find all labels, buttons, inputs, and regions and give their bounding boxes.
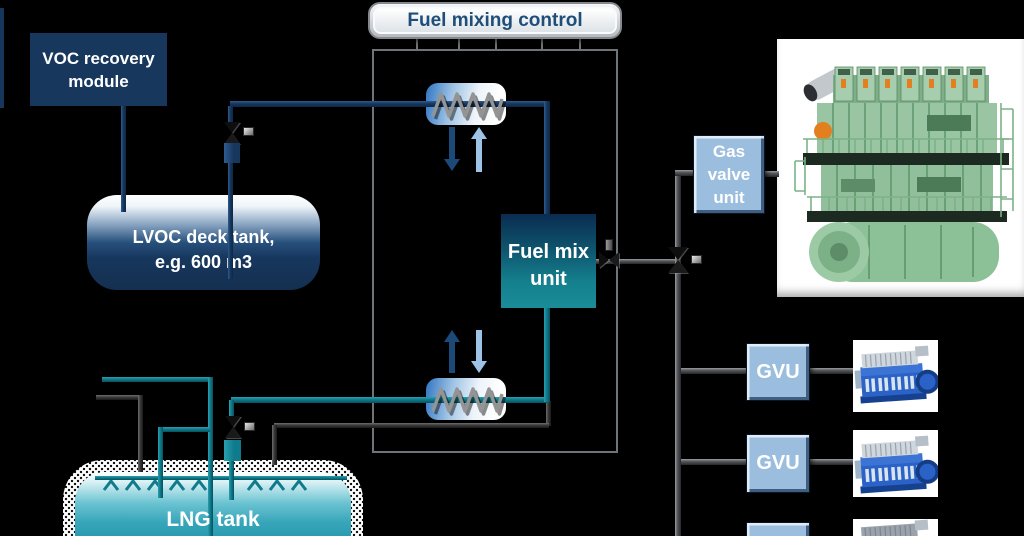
gas-valve-unit-line1: Gas [712,142,746,161]
aux-engine-panel-1 [853,340,940,412]
gvu-1-label: GVU [756,360,800,383]
lvoc-tank-label-line2: e.g. 600 m3 [154,251,253,272]
fuel-mix-label-line2: unit [530,268,567,290]
voc-module-label-line1: VOC recovery [42,48,155,68]
lng-aux-pipe-v [158,427,163,498]
gas-branch-2 [681,459,746,465]
return-pipe-vertical [546,401,551,426]
valve-handle-icon [243,127,254,136]
control-connector-tick [416,39,418,49]
lvoc-valve-actuator [224,143,240,163]
lng-spray-nozzles-icon [102,480,308,491]
fuel-mixing-control-label: Fuel mixing control [368,2,622,39]
gvu-2-label: GVU [756,452,800,474]
voc-recovery-module: VOC recovery module [30,33,167,106]
lng-tank-label: LNG tank [166,508,260,531]
gvu-2: GVU [746,434,810,493]
lng-tank [75,472,351,536]
lng-bunker-pipe-v [208,377,213,536]
lvoc-deck-tank: LVOC deck tank, e.g. 600 m3 [87,195,320,290]
lvoc-outlet-valve-icon [224,122,240,144]
control-connector-tick [495,39,497,49]
up-arrow-icon [444,330,460,342]
voc-vapor-pipe-h [230,101,550,107]
lng-bunker-pipe-h [102,377,212,382]
lvoc-dip-tube [228,163,233,279]
gas-pipe-gvu-to-engine [763,171,779,177]
gas-valve-unit: Gas valve unit [693,135,765,214]
lng-spray-header-pipe [95,476,347,480]
valve-handle-icon [244,422,255,431]
control-connector-tick [458,39,460,49]
gas-branch-1 [681,368,746,374]
gas-branch-2-to-engine [808,459,853,465]
gas-valve-unit-line2: valve [707,165,751,184]
gvu-1: GVU [746,343,810,401]
valve-handle-icon [691,255,702,264]
up-arrow-icon [471,127,487,139]
valve-stem-icon [605,239,613,251]
fuel-mixing-control-boundary [372,49,618,453]
heating-medium-out-arrow [449,127,455,159]
heating-medium-in-arrow [476,330,482,361]
aux-engine-panel-2 [853,430,940,497]
coil-icon [431,92,506,121]
fuel-mixing-control-text: Fuel mixing control [407,9,583,31]
return-pipe-horizontal [274,423,549,428]
fuel-gas-pipe-to-valve [596,259,677,264]
aux-engine-image-3 [860,519,929,536]
voc-module-label-line2: module [68,71,129,91]
gas-valve-unit-line3: unit [713,188,745,207]
left-edge-sliver [0,8,4,108]
gas-supply-valve-icon [668,247,688,273]
lng-supply-pipe-h [231,397,549,403]
down-arrow-icon [444,159,460,171]
aux-engine-image-1 [854,345,940,404]
return-pipe-into-tank [272,425,277,465]
voc-vapor-pipe-to-fuelmix [544,101,550,215]
lng-outlet-pipe-lower [229,461,234,500]
lng-outlet-pipe-upper [229,400,234,419]
heating-medium-in-arrow [476,139,482,172]
gas-pipe-to-gvu-main [675,170,695,176]
lng-outlet-valve-icon [225,416,241,438]
lvoc-tank-label-line1: LVOC deck tank, [132,226,275,247]
gvu-3-partial [746,522,810,536]
gas-branch-1-to-engine [808,368,853,374]
control-connector-tick [541,39,543,49]
lng-tank-fill-pipe-h [96,395,143,400]
coil-icon [431,387,506,416]
main-engine-panel [777,39,1024,297]
aux-engine-panel-3 [853,519,938,536]
control-connector-tick [579,39,581,49]
aux-engine-image-2 [854,435,940,494]
fuel-mix-unit: Fuel mix unit [501,214,596,308]
fuel-mix-outlet-valve-icon [599,252,619,268]
lng-aux-pipe-h [158,427,210,432]
gas-distribution-main-pipe [675,170,681,536]
lng-supply-pipe-to-fuelmix [544,308,550,402]
main-engine-image [794,66,1014,282]
lvoc-outlet-pipe-upper [228,106,233,124]
lng-valve-actuator [224,440,241,461]
down-arrow-icon [471,361,487,373]
heating-medium-out-arrow [449,342,455,373]
lng-tank-fill-pipe-v [138,395,143,472]
fuel-mix-label-line1: Fuel mix [507,241,590,263]
voc-module-pipe [121,106,126,212]
